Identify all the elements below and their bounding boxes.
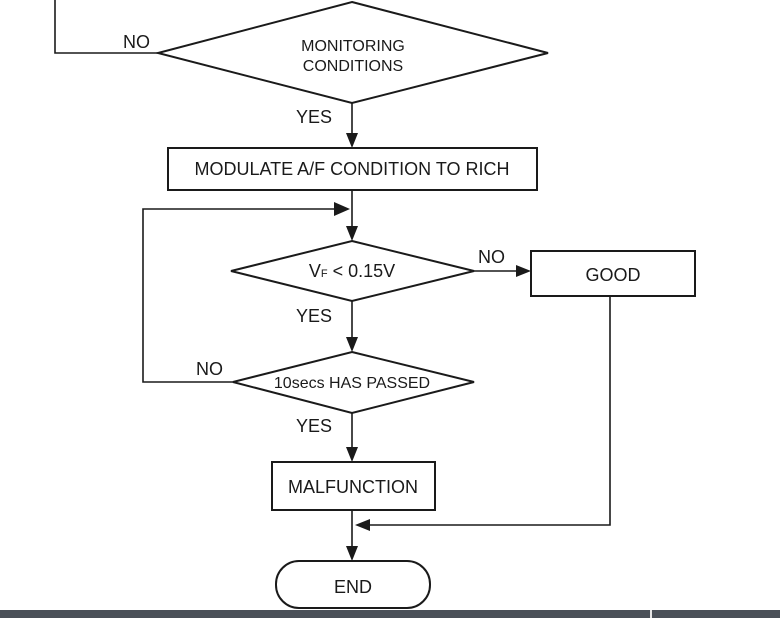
good-result-box <box>530 250 696 297</box>
arrowhead <box>346 133 358 148</box>
timer-yes-label: YES <box>296 416 332 436</box>
vf-threshold-decision <box>230 239 475 303</box>
malfunction-result-box <box>271 461 436 511</box>
monitoring-yes-label: YES <box>296 107 332 127</box>
vf-yes-label: YES <box>296 306 332 326</box>
vf-no-label: NO <box>478 247 505 267</box>
arrowhead <box>355 519 370 531</box>
bottom-bar-divider <box>650 610 652 618</box>
monitoring-no-label: NO <box>123 32 150 52</box>
arrowhead <box>516 265 531 277</box>
vf-threshold: < 0.15V <box>328 261 396 281</box>
good-label: GOOD <box>585 265 640 285</box>
end-label: END <box>334 577 372 597</box>
malfunction-label: MALFUNCTION <box>288 477 418 497</box>
arrowhead <box>346 337 358 352</box>
connector-timer-no-loop <box>142 208 336 383</box>
arrowhead <box>346 226 358 241</box>
monitoring-conditions-decision <box>154 0 549 105</box>
connector-monitoring-no-loop <box>54 0 158 54</box>
connector-good-to-end <box>370 296 611 526</box>
arrowhead <box>334 202 350 216</box>
end-terminator <box>275 560 431 609</box>
timer-decision <box>232 350 475 415</box>
arrowhead <box>346 447 358 462</box>
arrowhead <box>346 546 358 561</box>
modulate-process-box <box>167 147 538 191</box>
vf-symbol: V <box>309 261 321 281</box>
monitoring-label-line2: CONDITIONS <box>303 58 403 75</box>
vf-subscript: F <box>321 268 328 280</box>
modulate-label: MODULATE A/F CONDITION TO RICH <box>194 159 509 179</box>
timer-label: 10secs HAS PASSED <box>274 375 430 392</box>
timer-no-label: NO <box>196 359 223 379</box>
bottom-scrollbar[interactable] <box>0 610 780 618</box>
monitoring-label-line1: MONITORING <box>301 38 405 55</box>
vf-condition-label: VF < 0.15V <box>309 261 395 281</box>
